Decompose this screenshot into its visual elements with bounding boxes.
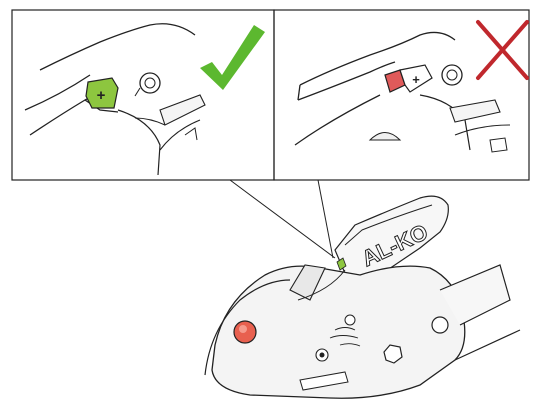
indicator-plus-label: + bbox=[412, 72, 420, 87]
panel-correct: + bbox=[25, 24, 265, 175]
wear-indicator-green: + bbox=[86, 78, 118, 108]
panel-correct-frame bbox=[12, 10, 274, 180]
callout-lines bbox=[230, 180, 335, 258]
check-mark-icon bbox=[200, 25, 265, 90]
coupling-head: AL-KO bbox=[205, 196, 520, 398]
bolt-head bbox=[432, 317, 448, 333]
indicator-plus-label: + bbox=[97, 87, 106, 104]
wear-indicator-red: + bbox=[385, 65, 432, 92]
panel-incorrect: + bbox=[295, 22, 527, 152]
cross-icon bbox=[478, 22, 527, 78]
